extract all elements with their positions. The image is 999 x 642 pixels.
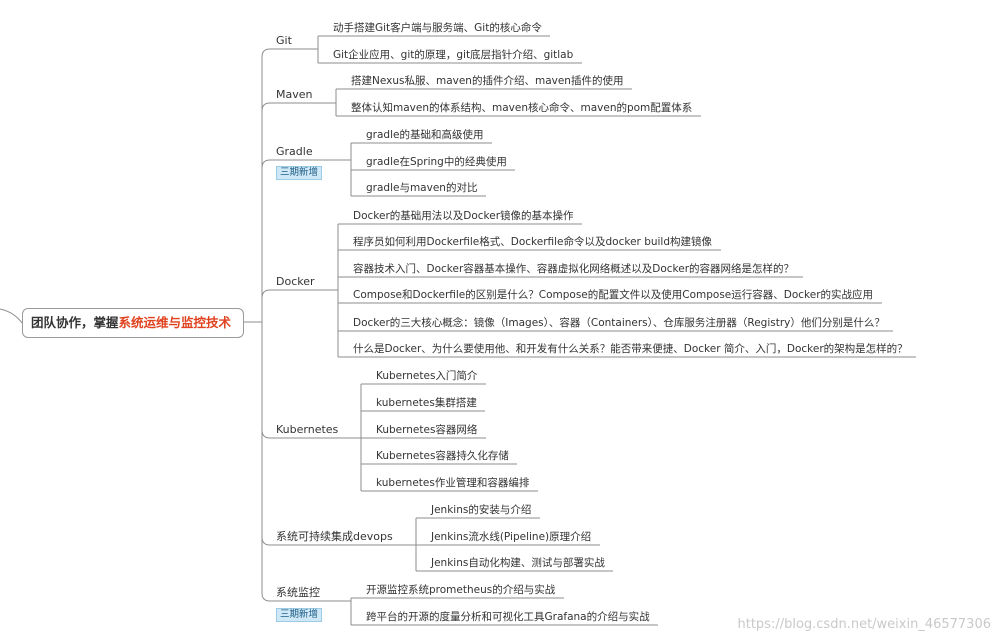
topic-item[interactable]: 动手搭建Git客户端与服务端、Git的核心命令 — [333, 22, 542, 34]
topic-item[interactable]: 开源监控系统prometheus的介绍与实战 — [366, 584, 556, 596]
topic-item[interactable]: 程序员如何利用Dockerfile格式、Dockerfile命令以及docker… — [353, 236, 713, 248]
topic-item[interactable]: 容器技术入门、Docker容器基本操作、容器虚拟化网络概述以及Docker的容器… — [353, 263, 795, 275]
topic-item[interactable]: Compose和Dockerfile的区别是什么？Compose的配置文件以及使… — [353, 289, 874, 301]
topic-item[interactable]: Kubernetes容器持久化存储 — [376, 450, 509, 462]
topic-item[interactable]: Jenkins流水线(Pipeline)原理介绍 — [431, 531, 592, 543]
branch-kubernetes[interactable]: Kubernetes — [276, 423, 339, 436]
branch-maven[interactable]: Maven — [276, 88, 313, 101]
topic-item[interactable]: 搭建Nexus私服、maven的插件介绍、maven插件的使用 — [351, 75, 624, 87]
topic-item[interactable]: Docker的基础用法以及Docker镜像的基本操作 — [353, 210, 574, 222]
topic-item[interactable]: gradle在Spring中的经典使用 — [366, 156, 507, 168]
topic-item[interactable]: kubernetes集群搭建 — [376, 397, 477, 409]
new-badge: 三期新增 — [276, 166, 323, 180]
branch-docker[interactable]: Docker — [276, 275, 315, 288]
topic-item[interactable]: Docker的三大核心概念：镜像（Images）、容器（Containers）、… — [353, 317, 885, 329]
branch-connector-4 — [261, 322, 356, 439]
branch-git[interactable]: Git — [276, 34, 292, 47]
topic-item[interactable]: 跨平台的开源的度量分析和可视化工具Grafana的介绍与实战 — [366, 611, 650, 623]
branch-connector-6 — [261, 322, 346, 602]
branch-connector-0 — [261, 48, 318, 322]
root-left-stub — [0, 308, 23, 324]
new-badge: 三期新增 — [276, 608, 323, 622]
topic-item[interactable]: Jenkins自动化构建、测试与部署实战 — [431, 557, 605, 569]
root-topic[interactable]: 团队协作，掌握系统运维与监控技术 — [22, 308, 244, 338]
branch-connector-3 — [261, 289, 334, 322]
watermark: https://blog.csdn.net/weixin_46577306 — [737, 617, 991, 632]
branch-devops[interactable]: 系统可持续集成devops — [276, 530, 393, 543]
root-topic-highlight: 系统运维与监控技术 — [118, 315, 232, 330]
branch-gradle[interactable]: Gradle — [276, 145, 313, 158]
branch-connector-2 — [261, 159, 332, 322]
topic-item[interactable]: Git企业应用、git的原理，git底层指针介绍、gitlab — [333, 49, 574, 61]
branch-connector-1 — [261, 102, 332, 322]
topic-item[interactable]: gradle与maven的对比 — [366, 182, 478, 194]
topic-item[interactable]: 整体认知maven的体系结构、maven核心命令、maven的pom配置体系 — [351, 102, 693, 114]
topic-item[interactable]: Kubernetes入门简介 — [376, 370, 478, 382]
root-topic-prefix: 团队协作，掌握 — [31, 315, 119, 330]
topic-item[interactable]: Kubernetes容器网络 — [376, 424, 478, 436]
topic-item[interactable]: kubernetes作业管理和容器编排 — [376, 477, 530, 489]
topic-item[interactable]: Jenkins的安装与介绍 — [431, 504, 532, 516]
topic-item[interactable]: 什么是Docker、为什么要使用他、和开发有什么关系？能否带来便捷、Docker… — [353, 343, 908, 355]
topic-item[interactable]: gradle的基础和高级使用 — [366, 129, 484, 141]
branch-b6[interactable]: 系统监控 — [276, 586, 320, 599]
